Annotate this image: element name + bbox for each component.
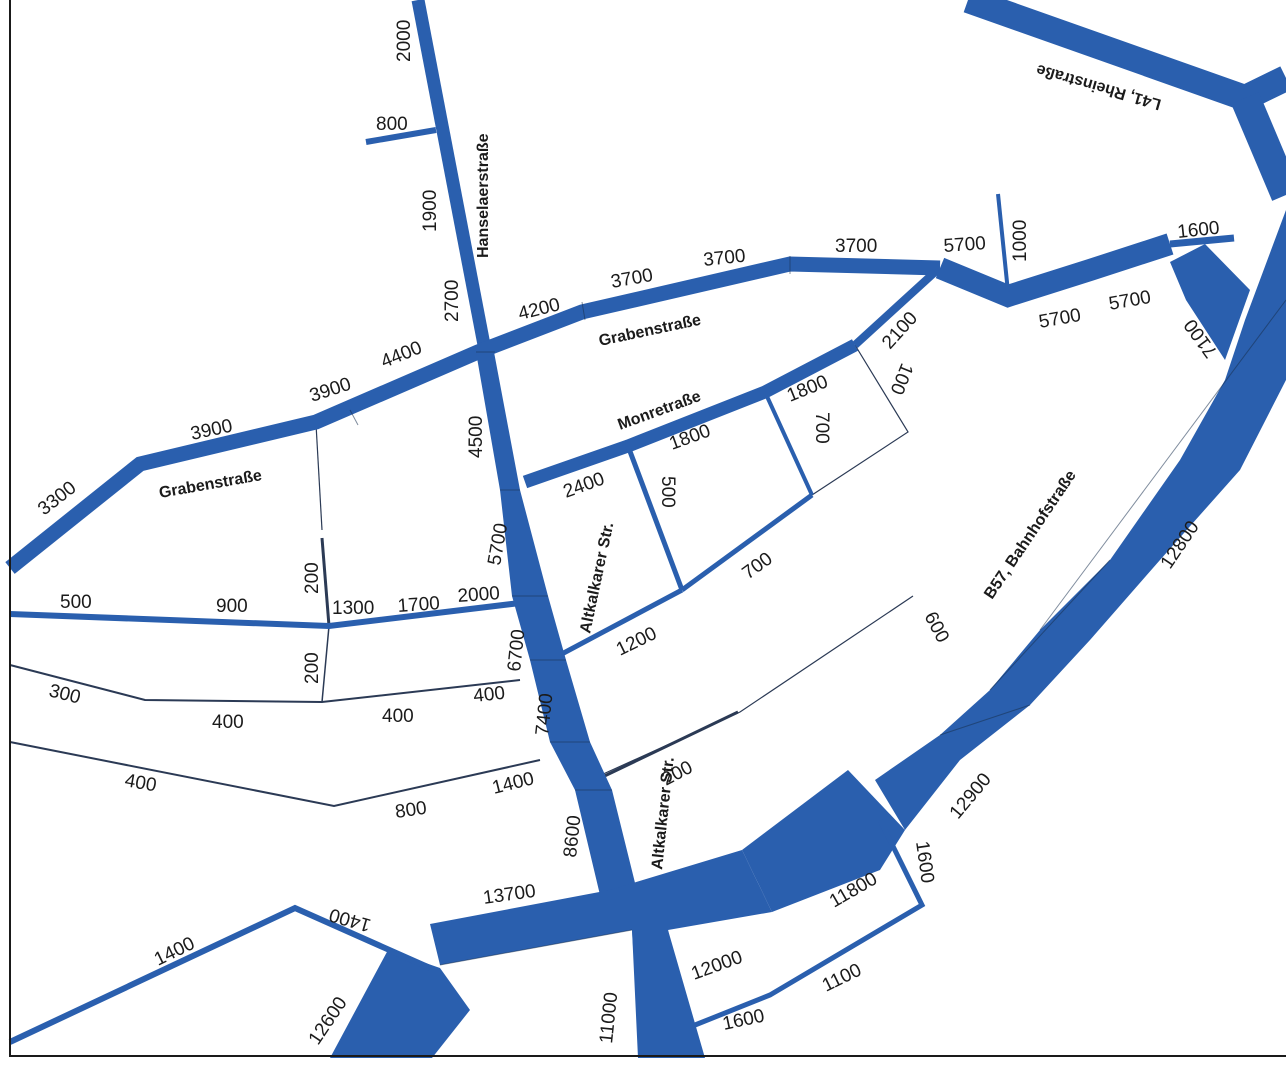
road-side-1000	[996, 193, 1010, 293]
volume-label: 3700	[835, 236, 877, 257]
volume-label: 400	[212, 712, 244, 733]
road-west-500	[9, 600, 521, 630]
road-grabenstr-link	[315, 423, 323, 531]
volume-label: 2700	[442, 280, 463, 322]
map-frame	[9, 0, 1286, 1057]
volume-label: 1900	[420, 190, 441, 232]
road-loop-100	[811, 344, 909, 496]
street-name-b57-bahnhofstrasse: B57, Bahnhofstraße	[981, 467, 1080, 602]
road-altkalkarer-strasse	[476, 352, 638, 895]
road-junction-south	[430, 850, 772, 1058]
segment-separators	[349, 256, 1286, 966]
street-name-grabenstrasse-west: Grabenstraße	[158, 467, 264, 502]
volume-label: 300	[47, 680, 83, 708]
street-name-altkalkarer-north: Altkalkarer Str.	[577, 521, 617, 635]
segment-line	[1039, 299, 1286, 631]
volume-label: 800	[376, 114, 408, 135]
road-side-700-south	[680, 492, 814, 593]
volume-label: 5700	[1037, 305, 1082, 333]
volume-label: 200	[302, 652, 323, 684]
volume-label: 500	[60, 592, 92, 613]
volume-label: 400	[382, 706, 414, 727]
road-side-1200	[556, 587, 684, 659]
volume-label: 3700	[609, 265, 654, 293]
road-l41-south	[1231, 92, 1286, 201]
road-l41-rheinstrasse	[963, 0, 1286, 113]
road-side-1600-east	[694, 818, 926, 1028]
street-name-grabenstrasse-east: Grabenstraße	[597, 312, 702, 350]
volume-label: 700	[739, 548, 777, 584]
road-side-500	[625, 445, 685, 591]
road-side-800-north	[365, 127, 437, 145]
volume-label: 900	[216, 596, 248, 617]
volume-label: 500	[657, 476, 678, 508]
volume-label: 1600	[1176, 218, 1220, 243]
volume-label: 800	[394, 798, 428, 823]
volume-label: 13700	[482, 881, 537, 909]
volume-label: 700	[811, 412, 832, 444]
road-b57-segment-north	[1170, 244, 1250, 360]
road-side-1400-west	[8, 904, 432, 1045]
volume-label: 4500	[466, 416, 487, 458]
segment-line	[581, 301, 586, 321]
volume-label: 3700	[702, 246, 746, 271]
road-east-200	[589, 595, 914, 781]
volume-label: 1100	[819, 960, 865, 997]
road-connector-2100	[852, 269, 938, 348]
volume-label: 200	[302, 562, 323, 594]
volume-label: 4400	[378, 337, 425, 372]
volume-label: 1000	[1010, 220, 1031, 262]
volume-label: 400	[123, 770, 158, 796]
road-grabenstrasse-east	[935, 233, 1174, 308]
road-b57-segment-south	[742, 770, 905, 912]
road-monretrasse	[522, 339, 859, 489]
segment-line	[349, 409, 359, 426]
road-side-700-north	[763, 391, 814, 496]
segment-line	[439, 929, 633, 966]
street-name-hanselaerstrasse: Hanselaerstraße	[475, 133, 492, 258]
segment-line	[939, 704, 1031, 736]
volume-label: 600	[920, 608, 953, 646]
road-side-1600	[1169, 234, 1235, 248]
volume-label: 1600	[911, 840, 938, 885]
major-roads	[5, 0, 1286, 1058]
volume-label: 1400	[327, 904, 373, 936]
volume-label: 6700	[504, 628, 529, 672]
volume-label: 1300	[332, 598, 374, 619]
volume-label: 5700	[943, 233, 987, 257]
road-hanselaerstrasse	[411, 0, 492, 352]
road-east-200-bold	[591, 710, 739, 784]
volume-label: 1400	[490, 768, 536, 799]
volume-label: 8600	[560, 814, 585, 858]
road-southwest-12600	[330, 950, 470, 1058]
road-side-200-north	[320, 537, 331, 627]
road-b57-bahnhofstrasse	[875, 210, 1286, 830]
road-south-11000	[632, 930, 705, 1058]
volume-label: 5700	[1107, 287, 1152, 315]
road-side-200-south	[321, 625, 330, 703]
volume-label: 2000	[457, 583, 501, 607]
volume-label: 7400	[532, 692, 557, 736]
minor-roads	[9, 344, 914, 808]
road-west-300	[9, 664, 521, 704]
volume-label: 12900	[946, 769, 996, 823]
road-west-400	[9, 741, 541, 808]
volume-label: 2000	[394, 20, 415, 62]
volume-label: 1700	[397, 593, 441, 617]
volume-label: 11000	[596, 991, 622, 1044]
volume-label: 1200	[613, 623, 660, 660]
volume-label: 100	[885, 360, 916, 397]
volume-label: 12000	[689, 947, 746, 985]
volume-label: 400	[472, 683, 506, 707]
segment-line	[989, 559, 1111, 691]
